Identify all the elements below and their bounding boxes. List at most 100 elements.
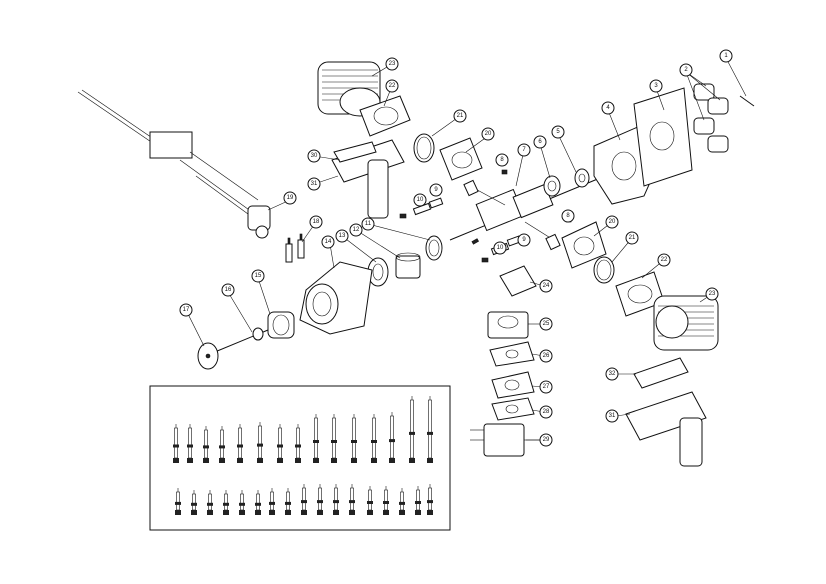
callout-19: 19 xyxy=(283,191,297,205)
callout-label: 21 xyxy=(457,113,464,119)
callout-1: 1 xyxy=(719,49,733,63)
prop-shaft xyxy=(209,327,269,355)
callout-30: 30 xyxy=(307,149,321,163)
callout-label: 26 xyxy=(543,353,550,359)
bolt xyxy=(187,424,193,463)
callout-label: 22 xyxy=(661,257,668,263)
callout-label: 10 xyxy=(497,245,504,251)
callout-label: 5 xyxy=(556,129,560,135)
bolts-row-top xyxy=(173,396,433,463)
callout-22a: 22 xyxy=(385,79,399,93)
callout-label: 9 xyxy=(434,187,438,193)
bolt xyxy=(295,424,301,463)
callout-6: 6 xyxy=(533,135,547,149)
callout-label: 12 xyxy=(353,227,360,233)
callout-label: 29 xyxy=(543,437,550,443)
bolt xyxy=(285,488,291,515)
bolt xyxy=(207,490,213,515)
callout-18: 18 xyxy=(309,215,323,229)
bolt xyxy=(371,414,377,463)
bolt xyxy=(173,424,179,463)
callout-label: 21 xyxy=(629,235,636,241)
callout-10b: 10 xyxy=(493,241,507,255)
bolt xyxy=(255,490,261,515)
bolt xyxy=(239,490,245,515)
callout-label: 31 xyxy=(609,413,616,419)
bearing-rear xyxy=(574,168,590,188)
callout-label: 14 xyxy=(325,239,332,245)
bolt xyxy=(203,426,209,463)
bolt xyxy=(331,414,337,463)
intake-gasket-1 xyxy=(489,341,535,367)
callout-9b: 9 xyxy=(517,233,531,247)
callout-21b: 21 xyxy=(625,231,639,245)
bolt xyxy=(219,426,225,463)
intake-gasket-2 xyxy=(491,397,535,421)
callout-label: 9 xyxy=(522,237,526,243)
bolt xyxy=(237,424,243,463)
callout-label: 8 xyxy=(566,213,570,219)
exhaust-gasket-lower xyxy=(633,357,689,389)
callout-label: 8 xyxy=(500,157,504,163)
callout-label: 17 xyxy=(183,307,190,313)
callout-label: 31 xyxy=(311,181,318,187)
callout-label: 28 xyxy=(543,409,550,415)
callout-17: 17 xyxy=(179,303,193,317)
callout-25: 25 xyxy=(539,317,553,331)
callout-label: 1 xyxy=(724,53,728,59)
callout-5: 5 xyxy=(551,125,565,139)
callout-label: 3 xyxy=(654,83,658,89)
engine-mount-plate xyxy=(633,87,693,187)
o-ring-lower-right xyxy=(593,256,615,284)
callout-12: 12 xyxy=(349,223,363,237)
intake-manifold xyxy=(487,311,529,339)
o-ring-upper xyxy=(413,133,435,163)
muffler-lower xyxy=(625,391,707,467)
muffler-upper xyxy=(331,139,405,219)
bolt xyxy=(427,484,433,515)
callout-8a: 8 xyxy=(495,153,509,167)
callout-4: 4 xyxy=(601,101,615,115)
callout-label: 19 xyxy=(287,195,294,201)
callout-14: 14 xyxy=(321,235,335,249)
callout-26: 26 xyxy=(539,349,553,363)
callout-27: 27 xyxy=(539,380,553,394)
callout-label: 23 xyxy=(389,61,396,67)
bolt xyxy=(317,484,323,515)
piston-lower xyxy=(561,221,607,269)
callout-label: 2 xyxy=(684,67,688,73)
callout-29: 29 xyxy=(539,433,553,447)
callout-label: 7 xyxy=(522,147,526,153)
callout-label: 25 xyxy=(543,321,550,327)
mount-bushings xyxy=(693,83,729,153)
throttle-rod-assembly xyxy=(77,89,271,239)
callout-13: 13 xyxy=(335,229,349,243)
mount-bolt xyxy=(739,95,755,107)
callout-label: 6 xyxy=(538,139,542,145)
bolt xyxy=(351,414,357,463)
callout-label: 32 xyxy=(609,371,616,377)
bolt xyxy=(367,486,373,515)
callout-31a: 31 xyxy=(307,177,321,191)
bolt xyxy=(409,396,415,463)
cylinder-gasket-upper xyxy=(359,95,411,137)
callout-label: 30 xyxy=(311,153,318,159)
crankshaft xyxy=(449,177,601,251)
carburetor xyxy=(470,423,540,457)
bolt xyxy=(175,488,181,515)
prop-washer xyxy=(197,342,219,370)
callout-8b: 8 xyxy=(561,209,575,223)
bolt xyxy=(277,424,283,463)
bolt xyxy=(389,412,395,463)
callout-2: 2 xyxy=(679,63,693,77)
callout-3: 3 xyxy=(649,79,663,93)
callout-20b: 20 xyxy=(605,215,619,229)
bolt xyxy=(415,486,421,515)
cylinder-lower xyxy=(653,295,719,351)
bolt xyxy=(383,486,389,515)
callout-label: 27 xyxy=(543,384,550,390)
bolt xyxy=(313,414,319,463)
callout-23a: 23 xyxy=(385,57,399,71)
callout-label: 24 xyxy=(543,283,550,289)
bolts-row-bottom xyxy=(175,484,433,515)
